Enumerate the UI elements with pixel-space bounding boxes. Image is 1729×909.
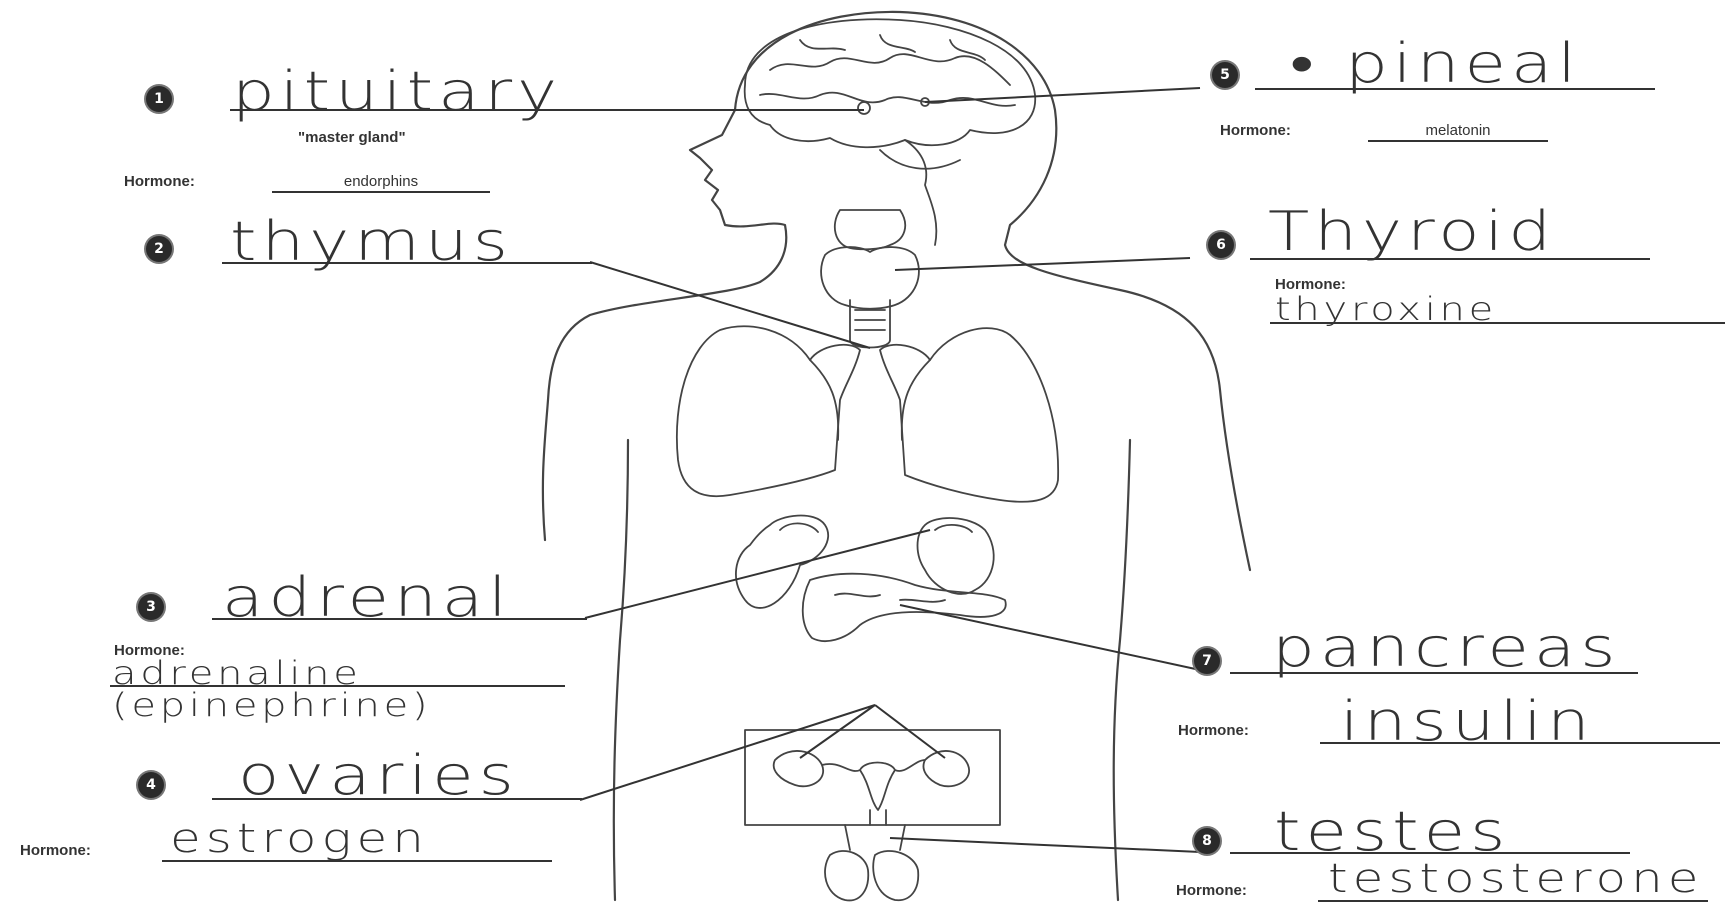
- label-number-4: 4: [138, 772, 164, 798]
- label-number-2: 2: [146, 236, 172, 262]
- hormone-value-testes: testosterone: [1328, 858, 1704, 900]
- body-outline: [735, 12, 1250, 570]
- label-number-6: 6: [1208, 232, 1234, 258]
- leader-testes: [890, 838, 1200, 852]
- hormone-value-ovaries: estrogen: [170, 818, 429, 860]
- label-pituitary: pituitary: [232, 64, 562, 120]
- label-number-8: 8: [1194, 828, 1220, 854]
- underline-pancreas-hormone: [1320, 742, 1720, 744]
- underline-testes: [1230, 852, 1630, 854]
- reproductive-inset: [745, 730, 1000, 825]
- hormone-label-5: Hormone:: [1220, 122, 1291, 139]
- hormone-value-thyroid: thyroxine: [1275, 292, 1497, 326]
- face-outline: [543, 110, 786, 540]
- leader-pineal: [925, 88, 1200, 102]
- leader-pancreas: [900, 605, 1200, 670]
- underline-pineal: [1255, 88, 1655, 90]
- master-gland-note: "master gland": [298, 129, 406, 146]
- lungs: [677, 326, 1058, 502]
- label-thyroid: Thyroid: [1268, 204, 1556, 260]
- hormone-label-4: Hormone:: [20, 842, 91, 859]
- underline-ovaries-hormone: [162, 860, 552, 862]
- leader-ovaries: [580, 705, 945, 800]
- label-number-3: 3: [138, 594, 164, 620]
- thyroid-gland: [821, 210, 919, 348]
- underline-thyroid: [1250, 258, 1650, 260]
- brain: [745, 19, 1036, 245]
- hormone-value-pineal: melatonin: [1368, 122, 1548, 142]
- underline-pancreas: [1230, 672, 1638, 674]
- label-pineal: • pineal: [1290, 36, 1581, 92]
- underline-thyroid-hormone: [1270, 322, 1725, 324]
- leader-adrenal: [585, 530, 930, 618]
- hormone-label-1: Hormone:: [124, 173, 195, 190]
- hormone-label-8: Hormone:: [1176, 882, 1247, 899]
- hormone-value-adrenal-alt: (epinephrine): [112, 688, 431, 722]
- underline-testes-hormone: [1318, 900, 1708, 902]
- right-arm-inner: [1114, 440, 1130, 900]
- underline-adrenal: [212, 618, 587, 620]
- label-pancreas: pancreas: [1272, 620, 1620, 676]
- testes: [825, 825, 918, 900]
- left-arm-inner: [614, 440, 628, 900]
- hormone-value-pituitary: endorphins: [272, 173, 490, 193]
- label-number-5: 5: [1212, 62, 1238, 88]
- underline-ovaries: [212, 798, 582, 800]
- pancreas: [803, 574, 1006, 641]
- kidneys-adrenals: [736, 516, 994, 608]
- leader-thyroid: [895, 258, 1190, 270]
- hormone-label-7: Hormone:: [1178, 722, 1249, 739]
- label-ovaries: ovaries: [238, 748, 519, 804]
- label-number-7: 7: [1194, 648, 1220, 674]
- label-number-1: 1: [146, 86, 172, 112]
- underline-thymus: [222, 262, 592, 264]
